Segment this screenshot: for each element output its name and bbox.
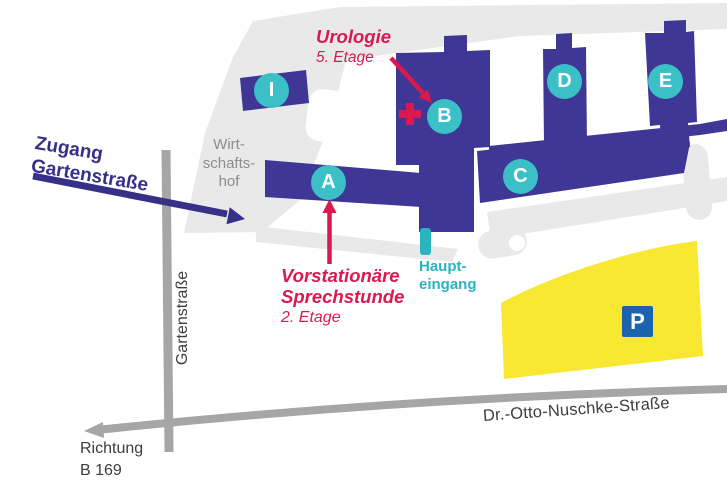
wirtschaftshof-label: Wirt- schafts- hof [194,136,264,192]
building-circle-c: C [503,159,538,194]
urologie-arrow-shaft [389,56,425,95]
urologie-arrowhead-icon [418,89,432,103]
driveway-island [509,235,525,251]
street-gartenstrasse [161,149,174,453]
building-circle-a: A [311,165,346,200]
building-letter: A [321,171,336,193]
vorstationaer-arrowhead-icon [322,199,337,213]
building-letter: D [557,70,572,92]
building-circle-b: B [427,99,462,134]
haupteingang-line2: eingang [419,275,477,293]
street-dr-otto-nuschke [96,385,727,434]
red-annotations [322,56,432,264]
building-circle-d: D [547,64,582,99]
urologie-line2: 5. Etage [316,49,374,66]
vorstationaer-line1: Vorstationäre [281,265,400,286]
building-letter: E [658,70,673,92]
building-circle-i: I [254,73,289,108]
ground-right-patch [681,144,713,220]
wirtschaftshof-line2: schafts- [202,154,256,172]
access-arrow [32,172,245,225]
ground-path-left [256,226,458,262]
ground-notch [305,89,351,143]
urologie-line1: Urologie [316,26,392,47]
vorstationaer-line2: Sprechstunde [281,285,405,307]
parking-area [501,241,703,379]
zugang-arrowhead-icon [226,207,245,225]
wirtschaftshof-line1: Wirt- [213,136,245,153]
zugang-arrow-shaft [32,172,228,218]
haupteingang-line1: Haupt- [419,258,467,275]
building-circle-e: E [648,64,683,99]
vorstationaer-line3: 2. Etage [281,309,341,326]
building-letter: B [437,105,452,127]
street-arrowhead-west [84,422,104,438]
parking-sign-letter: P [630,308,645,334]
entrance-driveway [478,227,527,259]
building-letter: C [513,165,528,187]
ground-path-right [487,177,727,239]
building-letter: I [268,79,275,101]
parking-sign: P [622,306,653,337]
haupteingang-label: Haupt- eingang [419,258,477,293]
wirtschaftshof-line3: hof [218,173,240,190]
gartenstrasse-street-label: Gartenstraße [174,270,191,366]
main-entrance-marker [420,228,431,255]
campus-ground [184,3,727,262]
vorstationaere-sprechstunde-label: Vorstationäre Sprechstunde 2. Etage [281,265,405,329]
richtung-b169-label: Richtung B 169 [80,438,143,482]
richtung-line2: B 169 [80,462,122,479]
urologie-label: Urologie 5. Etage [316,26,391,68]
richtung-line1: Richtung [80,440,144,457]
medical-cross-icon [399,103,421,125]
ground-main-blob [184,3,727,233]
